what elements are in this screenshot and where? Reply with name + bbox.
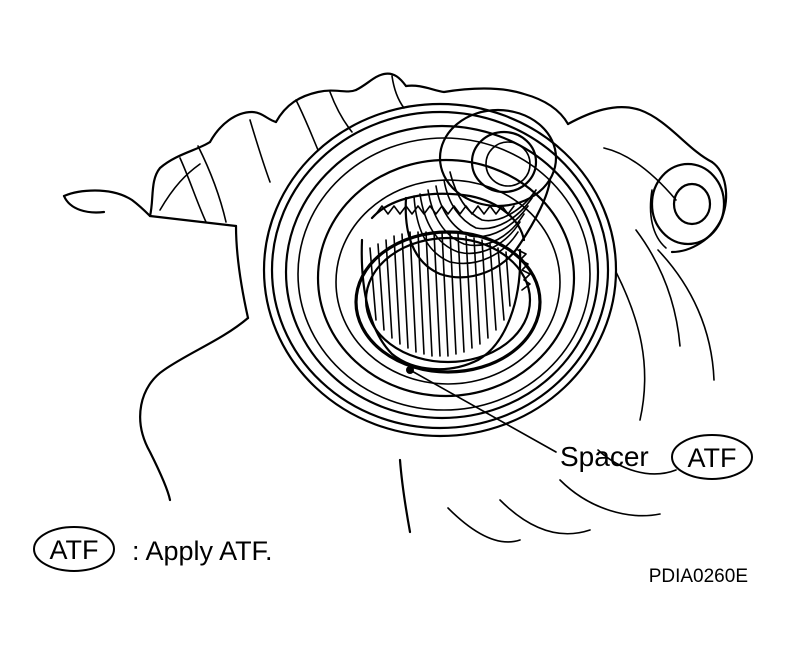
spacer-label: Spacer xyxy=(560,441,649,472)
atf-badge-callout xyxy=(671,434,753,480)
spacer-callout: Spacer ATF xyxy=(560,434,753,480)
bore-rings xyxy=(262,102,618,438)
atf-badge-callout-text: ATF xyxy=(688,443,737,473)
legend-text: : Apply ATF. xyxy=(132,536,273,566)
mounting-boss xyxy=(649,162,726,249)
legend: ATF : Apply ATF. xyxy=(33,526,273,572)
shaft-grooved-end xyxy=(404,108,558,279)
housing-casting xyxy=(62,72,728,543)
atf-badge-legend-text: ATF xyxy=(50,535,99,565)
spacer-leader xyxy=(406,366,557,453)
splined-shaft xyxy=(360,192,531,371)
leader-line xyxy=(409,369,557,453)
figure-code: PDIA0260E xyxy=(649,566,748,587)
shaft-splines xyxy=(369,231,511,357)
atf-badge-legend xyxy=(33,526,115,572)
